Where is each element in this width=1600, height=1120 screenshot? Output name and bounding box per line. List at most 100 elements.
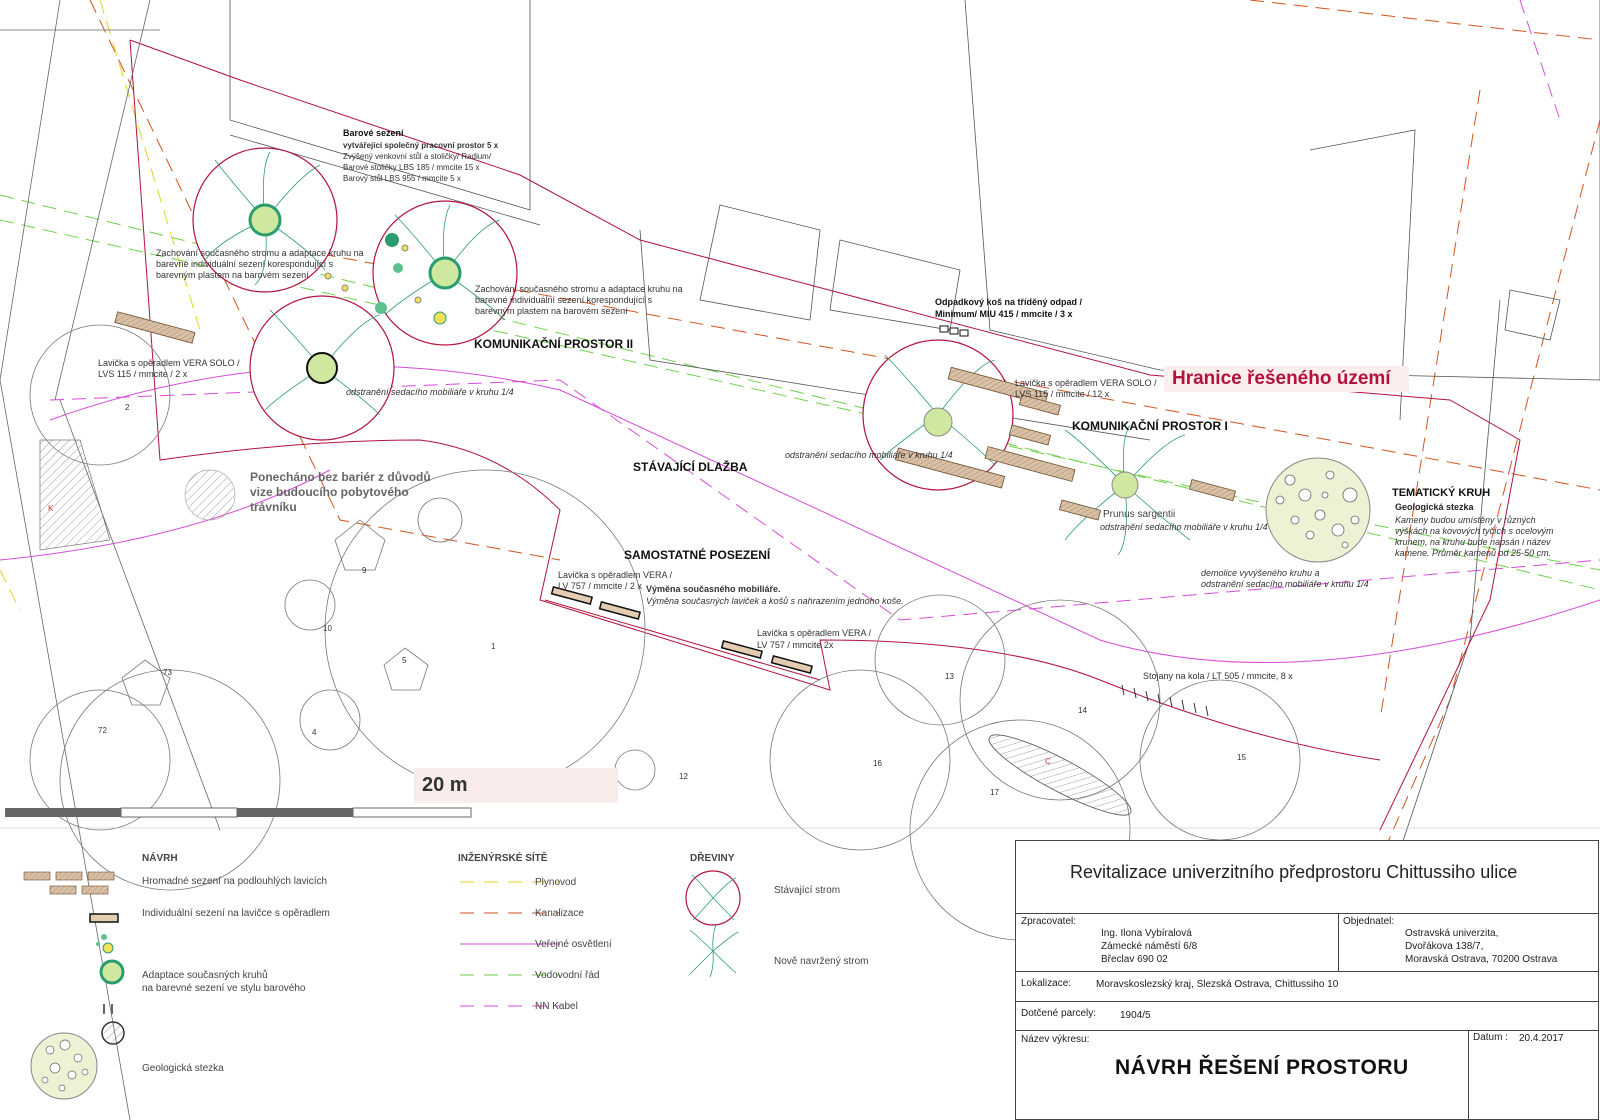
geological-note-1: Kameny budou umístěny v různých [1395, 515, 1536, 525]
bench-vera-b-label-1: Lavička s opěradlem VERA / [757, 628, 872, 638]
barrier-free-note-2: vize budoucího pobytového [250, 485, 409, 499]
date-label: Datum : [1473, 1032, 1509, 1043]
thematic-circle-title: TEMATICKÝ KRUH [1392, 487, 1491, 499]
komunikacni-prostor-2-label: KOMUNIKAČNÍ PROSTOR II [474, 337, 634, 351]
scale-bar [5, 807, 472, 818]
hatched-areas [39, 439, 1132, 816]
prunus-label: Prunus sargentii [1103, 509, 1176, 520]
bench-vera-b-label-2: LV 757 / mmcite 2x [757, 640, 834, 650]
bike-stands-label: Stojany na kola / LT 505 / mmcite, 8 x [1143, 671, 1293, 681]
demolition-note-2: odstranění sedacího mobiliáře v kruhu 1/… [1201, 579, 1369, 589]
author-line-3: Břeclav 690 02 [1101, 954, 1168, 965]
legend-tree-existing: Stávající strom [774, 885, 841, 896]
bench-12-label-2: LVS 115 / mmcite / 12 x [1015, 389, 1110, 399]
bike-stands [1121, 684, 1209, 717]
parcels-value: 1904/5 [1120, 1010, 1151, 1021]
tree-circle-3 [249, 295, 395, 441]
client-label: Objednatel: [1343, 916, 1395, 927]
tree-number: 12 [679, 772, 688, 781]
tree-number: 13 [945, 672, 954, 681]
geological-note-3: kruhem, na kruhu bude napsán i název [1395, 537, 1551, 547]
tree-number: 14 [1078, 706, 1087, 715]
legend-tree-new: Nově navržený strom [774, 956, 869, 967]
plaza-outline [129, 39, 1521, 831]
location-label: Lokalizace: [1021, 978, 1072, 989]
existing-paving-label: STÁVAJÍCÍ DLAŽBA [633, 460, 748, 474]
tree-number: 73 [163, 668, 172, 677]
removal-note-3: odstranění sedacího mobiliáře v kruhu 1/… [1100, 522, 1268, 532]
author-line-2: Zámecké náměstí 6/8 [1101, 941, 1198, 952]
keep-tree-note-mid-3: barevným plastem na barovém sezení [475, 306, 628, 316]
bin-label-1: Odpadkový koš na tříděný odpad / [935, 297, 1083, 307]
bar-seating-desc-3: Barové stoličky LBS 185 / mmcite 15 x [343, 163, 480, 172]
drawing-name: NÁVRH ŘEŠENÍ PROSTORU [1115, 1056, 1409, 1079]
bar-seating-desc-1: vytvářející společný pracovní prostor 5 … [343, 141, 499, 150]
komunikacni-prostor-1-label: KOMUNIKAČNÍ PROSTOR I [1072, 419, 1228, 433]
parcels-label: Dotčené parcely: [1021, 1008, 1097, 1019]
bar-seating-desc-2: Zvýšený venkovní stůl a stoličky/ Radium… [343, 152, 492, 161]
demolition-note-1: demolice vyvýšeného kruhu a [1201, 568, 1320, 578]
tree-circle-2 [372, 200, 518, 346]
legend-design-title: NÁVRH [142, 853, 178, 864]
tree-letter: C [1045, 757, 1051, 766]
barrier-free-note-1: Ponecháno bez bariér z důvodů [250, 470, 431, 484]
single-benches [550, 586, 814, 674]
benches [114, 311, 1237, 521]
drawing-name-label: Název výkresu: [1021, 1034, 1090, 1045]
replacement-note-1: Výměna současného mobiliáře. [646, 584, 781, 594]
tree-number: 17 [990, 788, 999, 797]
bench-vera-a-label-2: LV 757 / mmcite / 2 x [558, 581, 642, 591]
keep-tree-note-left-3: barevným plastem na barovém sezení [156, 270, 309, 280]
geological-note-2: výškách na kovových tyčích s ocelovým [1395, 526, 1554, 536]
title-block: Revitalizace univerzitního předprostoru … [1015, 840, 1599, 1120]
bench-solo-label-2: LVS 115 / mmcite / 2 x [98, 369, 188, 379]
author-label: Zpracovatel: [1021, 916, 1077, 927]
keep-tree-note-left-2: barevné individuální sezení korespondují… [156, 259, 334, 269]
bench-12-label-1: Lavička s opěradlem VERA SOLO / [1015, 378, 1157, 388]
tree-number: 9 [362, 566, 367, 575]
legend-utility-sewer: Kanalizace [535, 908, 584, 919]
boundary-label: Hranice řešeného území [1164, 366, 1409, 392]
legend-item-single-bench: Individuální sezení na lavičce s opěradl… [142, 908, 330, 919]
tree-circle-1 [192, 147, 338, 293]
legend-item-geological-trail: Geologická stezka [142, 1063, 224, 1074]
legend-utility-lighting: Veřejné osvětlení [535, 939, 612, 950]
legend-utility-water: Vodovodní řád [535, 970, 600, 981]
bench-vera-a-label-1: Lavička s opěradlem VERA / [558, 570, 673, 580]
bar-seating-desc-4: Barový stůl LBS 955 / mmcite 5 x [343, 174, 461, 183]
geological-note-4: kamene. Průměr kamenů od 25-50 cm. [1395, 548, 1552, 558]
date-value: 20.4.2017 [1519, 1033, 1564, 1044]
bench-solo-label-1: Lavička s opěradlem VERA SOLO / [98, 358, 240, 368]
client-line-3: Moravská Ostrava, 70200 Ostrava [1405, 954, 1558, 965]
legend-utilities-title: INŽENÝRSKÉ SÍTĚ [458, 853, 548, 864]
tree-number: 15 [1237, 753, 1246, 762]
utility-lines [0, 0, 1600, 861]
bin-label-2: Minimum/ MIU 415 / mmcite / 3 x [935, 309, 1073, 319]
legend-item-adapt-circles-2: na barevné sezení ve stylu barového [142, 983, 306, 994]
tree-number: 10 [323, 624, 332, 633]
legend-utility-cable: NN Kabel [535, 1001, 578, 1012]
legend-swatches [23, 870, 741, 1100]
geological-trail-title: Geologická stezka [1395, 502, 1474, 512]
tree-number: 4 [312, 728, 317, 737]
legend-trees-title: DŘEVINY [690, 853, 735, 864]
legend-item-adapt-circles-1: Adaptace současných kruhů [142, 970, 268, 981]
tree-letter: K [48, 504, 54, 513]
existing-tree-canopies [29, 324, 1301, 941]
keep-tree-note-left-1: Zachování současného stromu a adaptace k… [156, 248, 364, 258]
separate-seating-label: SAMOSTATNÉ POSEZENÍ [624, 548, 771, 562]
scale-label: 20 m [414, 768, 618, 803]
replacement-note-2: Výměna současných laviček a košů s nahra… [646, 596, 904, 606]
tree-number: 2 [125, 403, 130, 412]
public-lighting [0, 365, 1600, 663]
bar-seating-dots [324, 233, 447, 325]
client-line-2: Dvořákova 138/7, [1405, 941, 1484, 952]
geological-circle [1265, 457, 1371, 563]
keep-tree-note-mid-1: Zachování současného stromu a adaptace k… [475, 284, 683, 294]
author-line-1: Ing. Ilona Vybíralová [1101, 928, 1192, 939]
tree-number: 16 [873, 759, 882, 768]
tree-number: 5 [402, 656, 407, 665]
barrier-free-note-3: trávníku [250, 500, 297, 514]
tree-number: 72 [98, 726, 107, 735]
